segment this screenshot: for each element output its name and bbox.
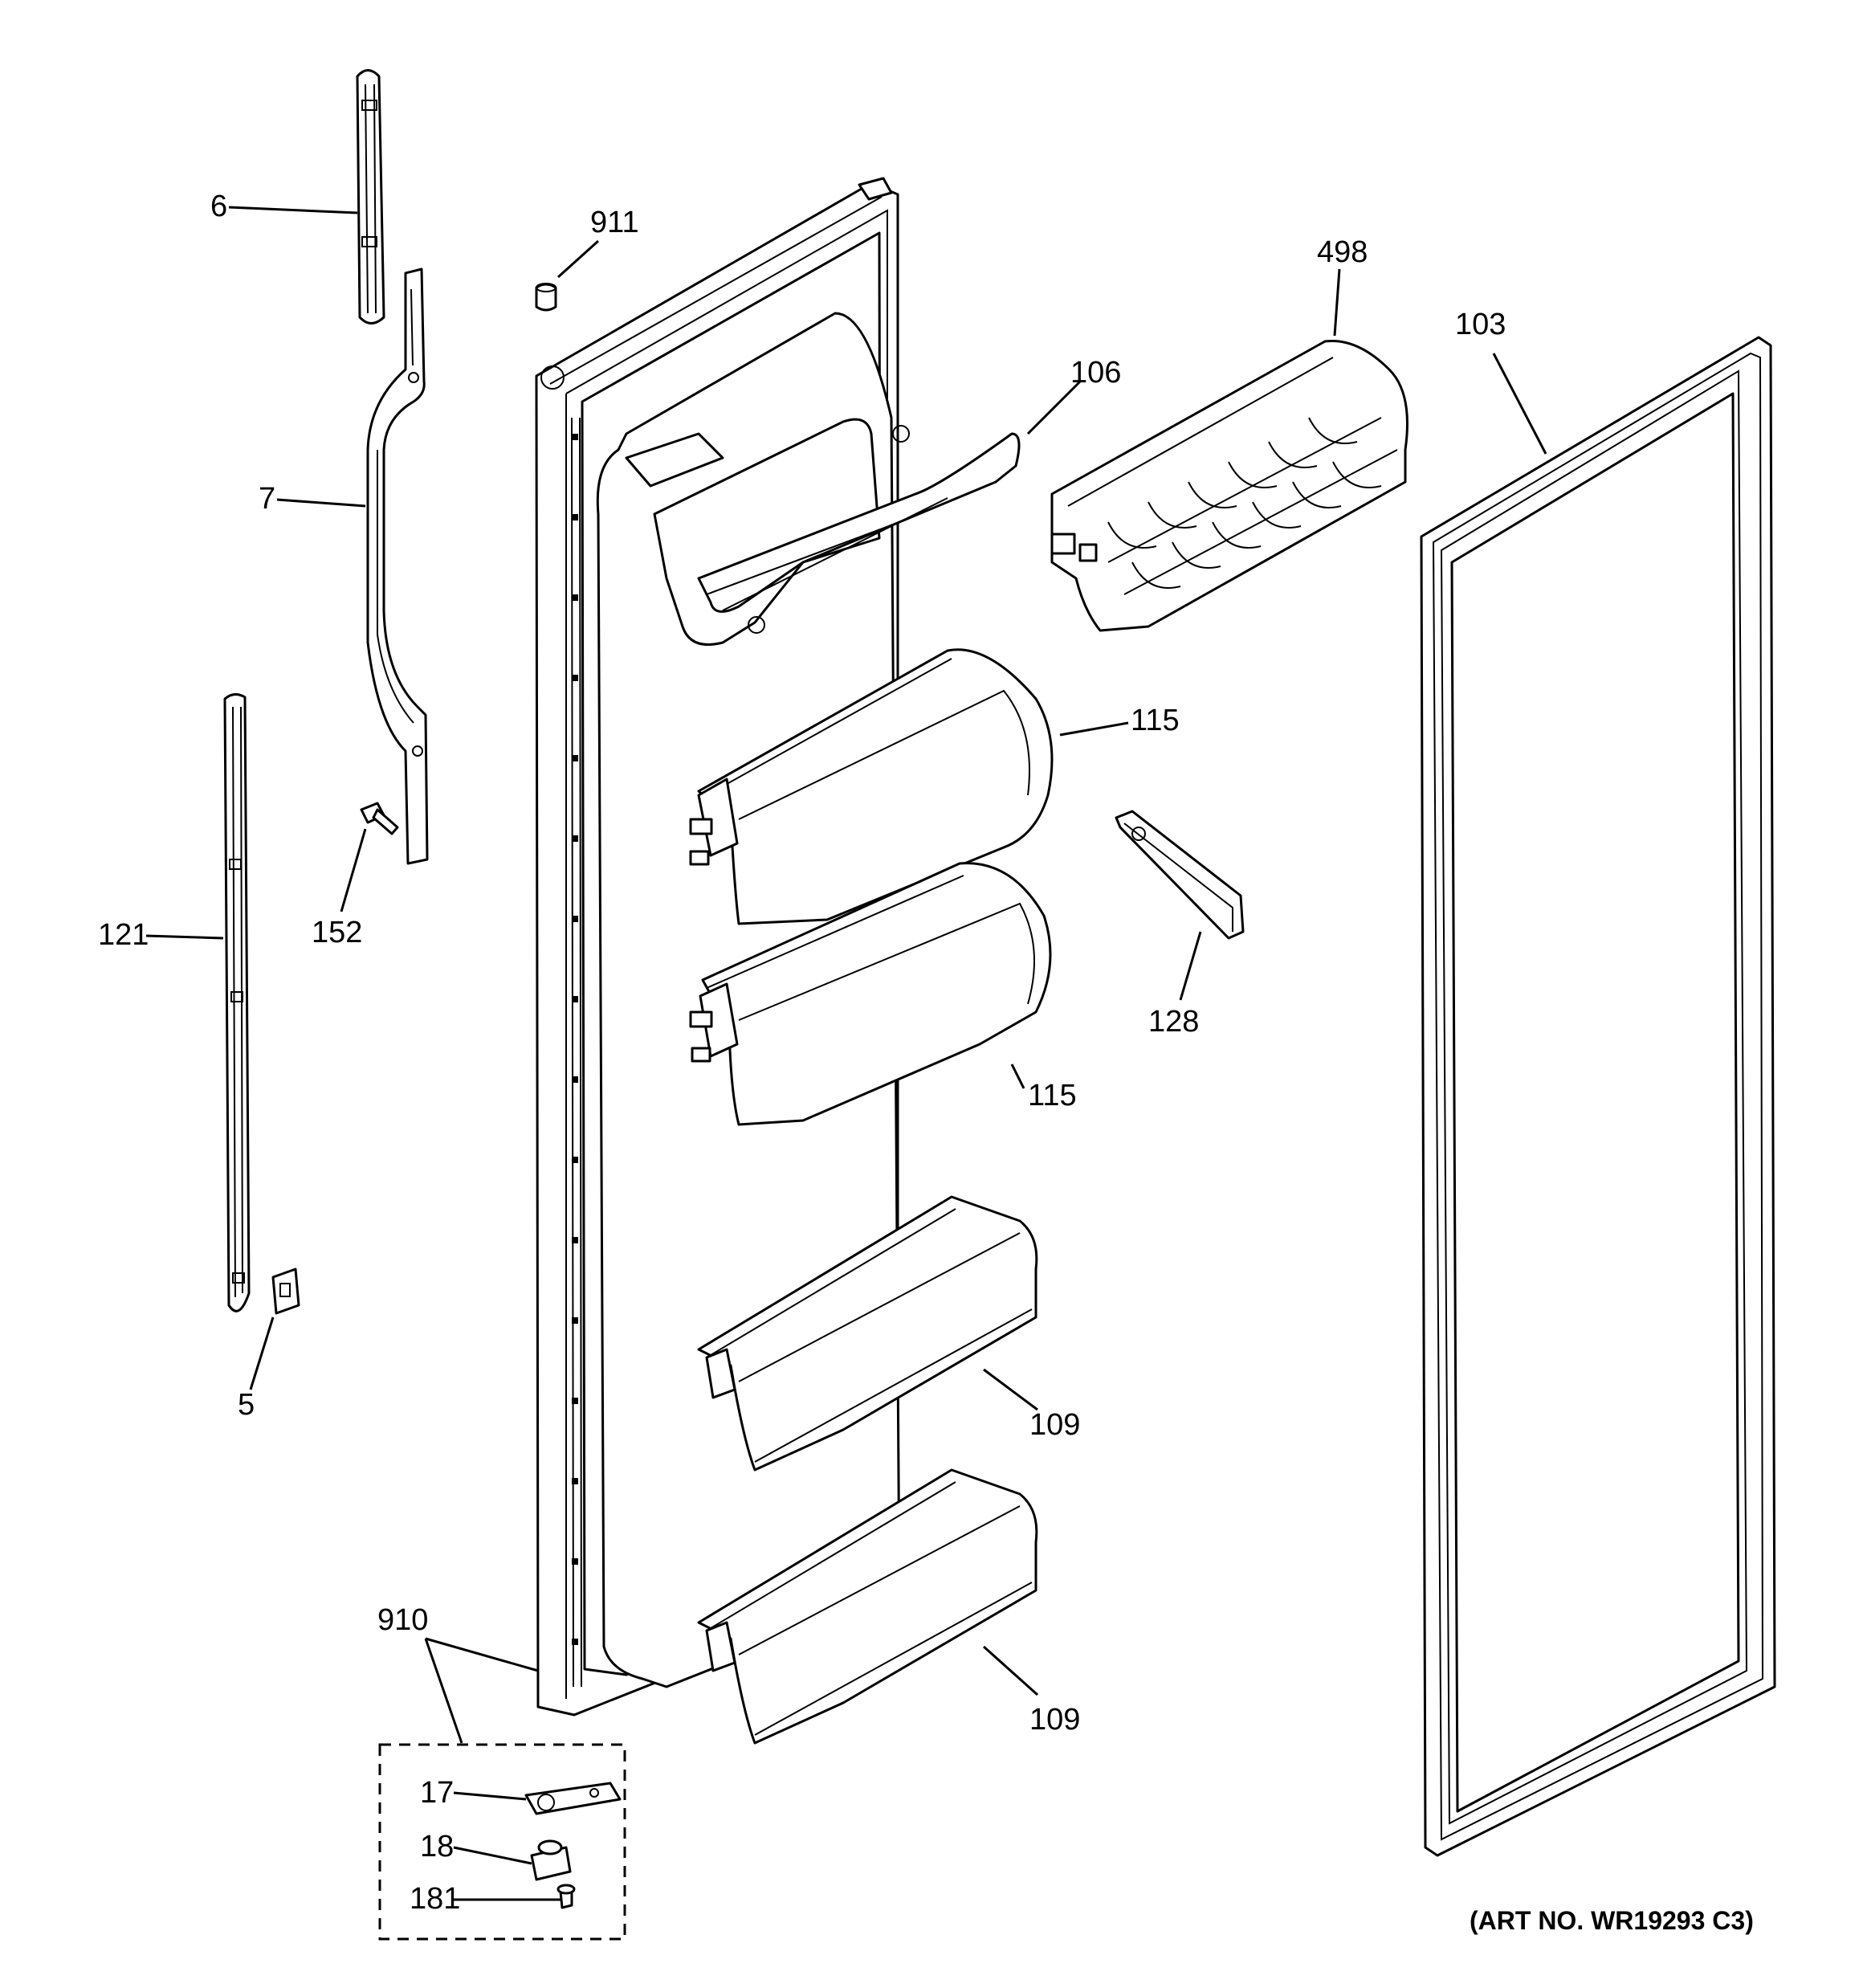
- callout-181: 181: [410, 1882, 461, 1916]
- part-498-egg-tray: [1050, 339, 1408, 632]
- part-5-clip: [271, 1268, 300, 1315]
- part-911-cap: [535, 283, 557, 312]
- art-number: (ART NO. WR19293 C3): [1470, 1906, 1754, 1935]
- callout-910: 910: [377, 1603, 429, 1637]
- callout-911: 911: [590, 206, 639, 239]
- part-115-lower-bin: [689, 862, 1052, 1126]
- door-gasket-rivets: [572, 434, 578, 1645]
- callout-18: 18: [420, 1830, 455, 1863]
- part-152-screw: [360, 802, 399, 835]
- callout-109-lower: 109: [1029, 1703, 1081, 1737]
- callout-leaders: [145, 206, 1547, 1901]
- part-109-lower-tray: [697, 1468, 1038, 1745]
- callout-103: 103: [1455, 308, 1506, 341]
- callout-7: 7: [259, 482, 276, 516]
- part-106-dairy-door: [625, 418, 1021, 646]
- part-6-trim: [356, 69, 385, 325]
- part-121-side-trim: [223, 693, 251, 1312]
- callout-17: 17: [420, 1776, 455, 1810]
- callout-5: 5: [238, 1388, 255, 1422]
- callout-152: 152: [312, 916, 363, 949]
- callout-115-upper: 115: [1131, 704, 1180, 737]
- callout-109-upper: 109: [1029, 1408, 1081, 1442]
- part-7-handle: [366, 267, 429, 865]
- callout-121: 121: [98, 918, 149, 952]
- part-103-gasket: [1420, 336, 1776, 1857]
- part-109-upper-tray: [697, 1195, 1038, 1472]
- callout-6: 6: [210, 190, 228, 223]
- callout-106: 106: [1070, 356, 1122, 390]
- part-910-hinge-kit: [378, 1743, 626, 1941]
- callout-498: 498: [1317, 235, 1368, 269]
- part-115-upper-bin: [689, 648, 1054, 925]
- callout-128: 128: [1148, 1005, 1200, 1039]
- part-128-divider: [1115, 810, 1245, 940]
- callout-115-lower: 115: [1028, 1079, 1077, 1112]
